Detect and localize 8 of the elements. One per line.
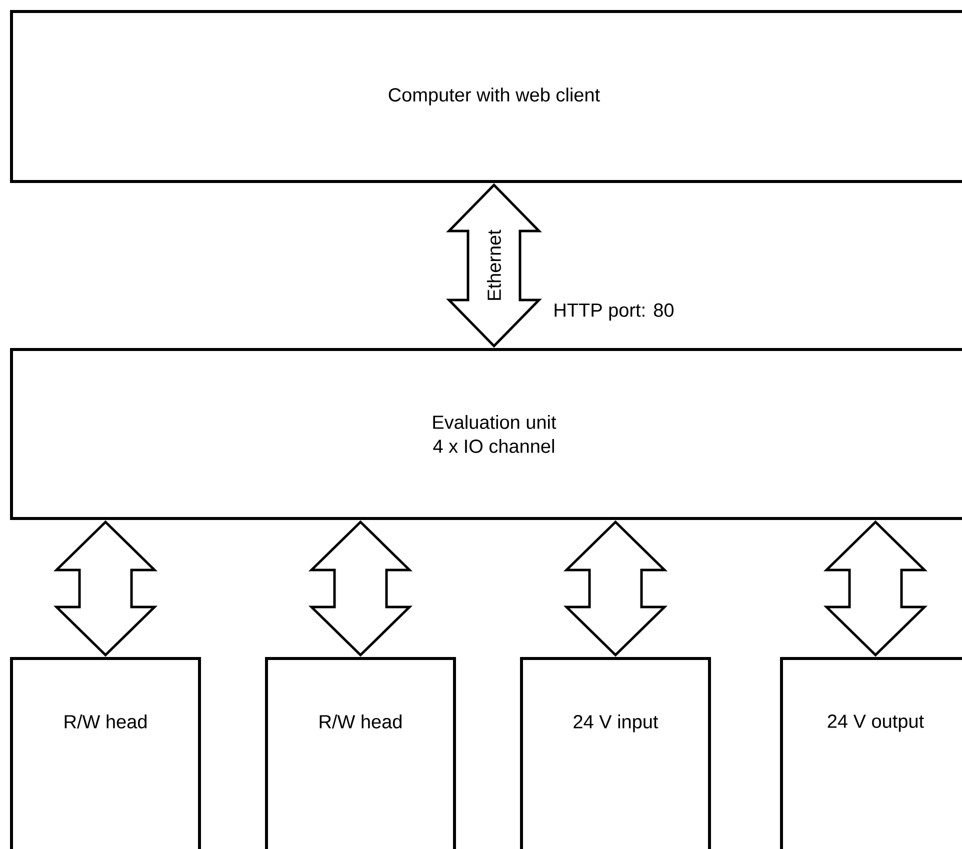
device-box: 24 V output	[780, 657, 962, 849]
device-box: R/W head	[10, 657, 201, 849]
edge-label: Ethernet	[486, 228, 502, 302]
device-box: Computer with web client	[10, 10, 962, 183]
device-box: R/W head	[265, 657, 456, 849]
device-box: Evaluation unit 4 x IO channel	[10, 348, 962, 520]
device-box: 24 V input	[520, 657, 711, 849]
port-label: HTTP port: 80	[554, 303, 674, 321]
